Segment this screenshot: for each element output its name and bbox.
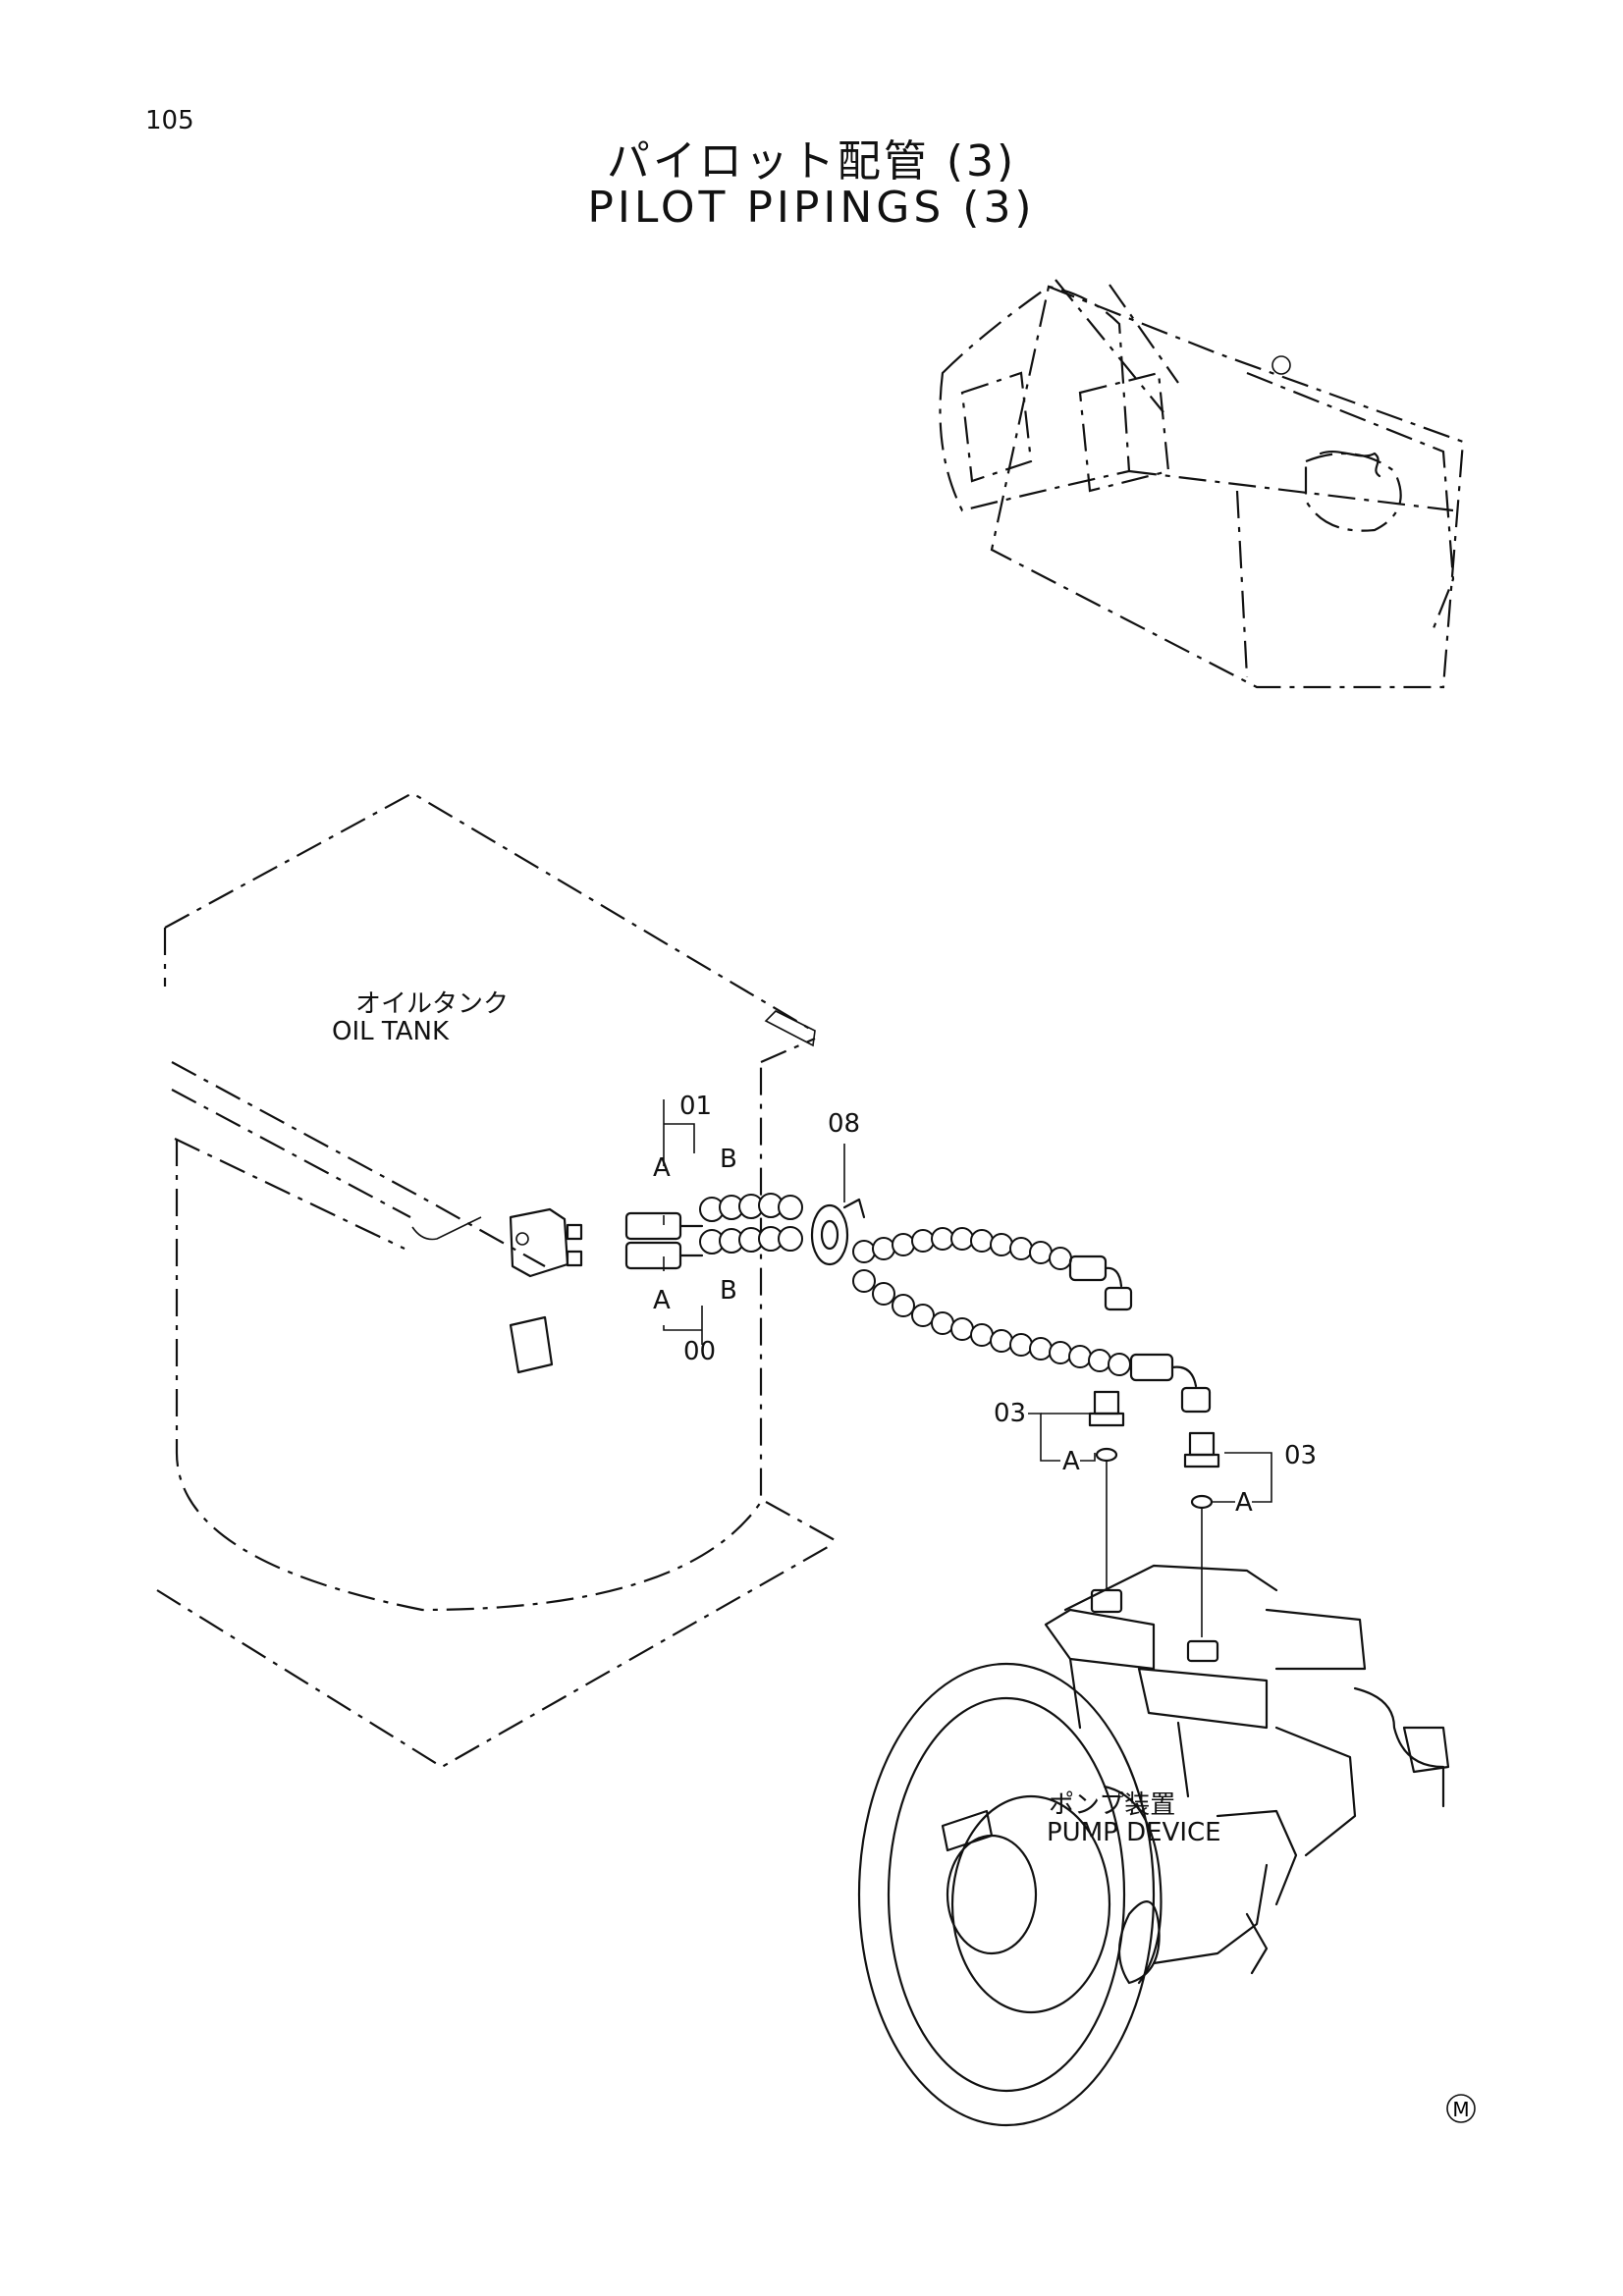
callout-part-00: 00 bbox=[683, 1337, 717, 1366]
port-letter-upper-a: A bbox=[653, 1153, 671, 1183]
port-letter-lower-a: A bbox=[653, 1286, 671, 1315]
pilot-hose-assembly bbox=[624, 1193, 1212, 1414]
pump-device-label-english: PUMP DEVICE bbox=[1047, 1818, 1221, 1847]
pump-device-label-japanese: ポンプ装置 bbox=[1049, 1790, 1176, 1820]
page-title-japanese: パイロット配管 (3) bbox=[606, 136, 1017, 187]
excavator-locator-illustration bbox=[939, 279, 1465, 689]
m-mark: M bbox=[1446, 2094, 1476, 2123]
tank-port-fittings bbox=[509, 1207, 583, 1374]
m-mark-letter: M bbox=[1452, 2098, 1469, 2121]
callout-part-03-right: 03 bbox=[1284, 1441, 1318, 1470]
callout-leaders bbox=[663, 1099, 1272, 1503]
page-number: 105 bbox=[145, 106, 194, 135]
callout-part-01: 01 bbox=[679, 1092, 713, 1121]
port-letter-lower-b: B bbox=[720, 1276, 737, 1306]
port-letter-upper-b: B bbox=[720, 1145, 737, 1174]
page-title-english: PILOT PIPINGS (3) bbox=[587, 183, 1036, 233]
port-letter-fitting-right-a: A bbox=[1235, 1488, 1253, 1518]
oil-tank-label-japanese: オイルタンク bbox=[355, 989, 510, 1019]
callout-part-08: 08 bbox=[828, 1109, 861, 1139]
port-letter-fitting-left-a: A bbox=[1062, 1447, 1080, 1476]
oil-tank-illustration bbox=[156, 791, 838, 1769]
oil-tank-label-english: OIL TANK bbox=[332, 1017, 450, 1046]
callout-part-03-left: 03 bbox=[994, 1399, 1027, 1428]
pump-device-illustration bbox=[857, 1564, 1450, 2127]
pump-adapters bbox=[1088, 1390, 1220, 1637]
